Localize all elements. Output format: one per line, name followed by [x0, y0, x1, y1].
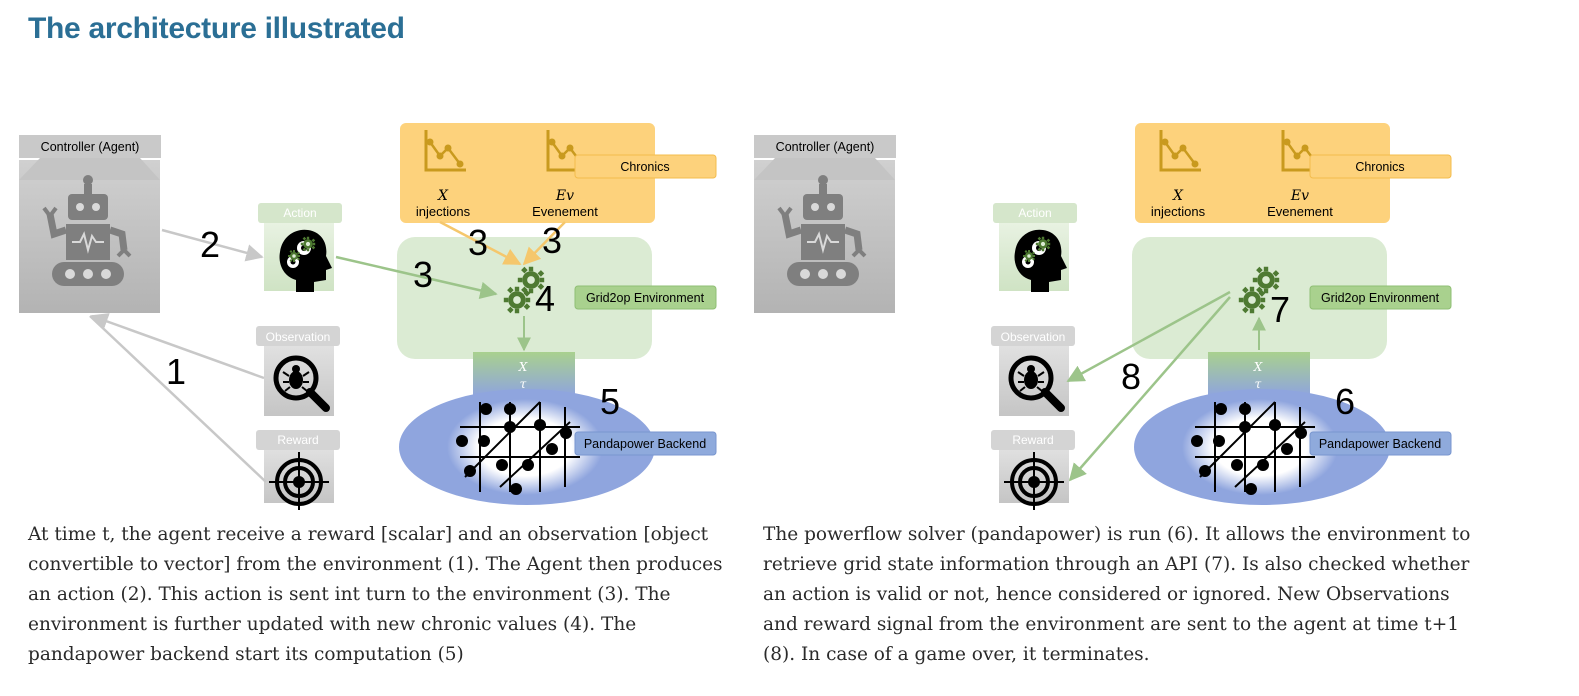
state-column — [1208, 352, 1310, 396]
chronics-box — [400, 123, 655, 223]
backend-tag — [1309, 431, 1452, 456]
injections-label: injections — [416, 204, 471, 219]
right-diagram: Controller (Agent) Action Observation Re… — [754, 123, 1452, 510]
caption-line: environment is further updated with new … — [28, 614, 637, 635]
left-caption: At time t, the agent receive a reward [s… — [28, 520, 723, 670]
caption-line: pandapower backend start its computation… — [28, 644, 464, 665]
step-number: 5 — [600, 381, 620, 422]
backend-x-symbol: X — [1253, 360, 1263, 374]
evenement-label: Evenement — [532, 204, 598, 219]
arrow-evenement-env — [522, 221, 566, 266]
chronics-tag — [574, 154, 717, 179]
arrow-env-observation — [1066, 290, 1231, 383]
step-number: 3 — [542, 220, 562, 261]
reward-label: Reward — [1012, 433, 1053, 447]
backend-x-symbol: X — [518, 360, 528, 374]
controller-tag — [19, 135, 161, 158]
evenement-symbol: Ev — [555, 188, 574, 204]
environment-label: Grid2op Environment — [1321, 291, 1440, 305]
evenement-label: Evenement — [1267, 204, 1333, 219]
left-diagram: Controller (Agent) Action Observation Re… — [19, 123, 717, 510]
injections-symbol: X — [437, 188, 449, 204]
arrow-reward-agent — [89, 315, 267, 483]
caption-line: At time t, the agent receive a reward [s… — [28, 524, 709, 545]
step-number: 4 — [535, 278, 555, 319]
observation-label: Observation — [1001, 330, 1066, 344]
environment-tag — [574, 285, 717, 310]
chronics-box — [1135, 123, 1390, 223]
caption-line: an action (2). This action is sent int t… — [28, 584, 671, 605]
chronics-tag — [1309, 154, 1452, 179]
caption-line: and reward signal from the environment a… — [763, 614, 1459, 635]
controller-tag — [754, 135, 896, 158]
reward-label: Reward — [277, 433, 318, 447]
step-number: 7 — [1270, 289, 1290, 330]
backend-tau-symbol: τ — [520, 377, 527, 391]
arrow-injections-env — [439, 220, 522, 266]
caption-line: convertible to vector] from the environm… — [28, 554, 723, 575]
step-number: 3 — [413, 254, 433, 295]
caption-line: The powerflow solver (pandapower) is run… — [763, 524, 1471, 545]
controller-label: Controller (Agent) — [776, 140, 875, 154]
step-number: 2 — [200, 224, 220, 265]
arrow-observation-agent — [90, 313, 265, 380]
architecture-diagram: Controller (Agent) Action Observation Re… — [19, 123, 1452, 510]
backend-tag — [574, 431, 717, 456]
right-caption: The powerflow solver (pandapower) is run… — [763, 520, 1470, 670]
step-number: 6 — [1335, 381, 1355, 422]
arrow-env-reward — [1068, 296, 1231, 482]
caption-line: an action is valid or not, hence conside… — [763, 584, 1450, 605]
environment-tag — [1309, 285, 1452, 310]
backend-tau-symbol: τ — [1255, 377, 1262, 391]
observation-label: Observation — [266, 330, 331, 344]
evenement-symbol: Ev — [1290, 188, 1309, 204]
chronics-label: Chronics — [620, 160, 669, 174]
step-number: 3 — [468, 222, 488, 263]
environment-label: Grid2op Environment — [586, 291, 705, 305]
state-column — [473, 352, 575, 396]
backend-label: Pandapower Backend — [584, 437, 706, 451]
action-label: Action — [1018, 206, 1051, 220]
injections-symbol: X — [1172, 188, 1184, 204]
chronics-label: Chronics — [1355, 160, 1404, 174]
controller-label: Controller (Agent) — [41, 140, 140, 154]
arrow-agent-action — [161, 228, 264, 262]
caption-line: retrieve grid state information through … — [763, 554, 1470, 575]
arrow-action-env — [335, 255, 498, 299]
slide-title: The architecture illustrated — [28, 12, 405, 45]
step-number: 8 — [1121, 356, 1141, 397]
backend-label: Pandapower Backend — [1319, 437, 1441, 451]
step-number: 1 — [166, 351, 186, 392]
caption-line: (8). In case of a game over, it terminat… — [763, 644, 1150, 665]
injections-label: injections — [1151, 204, 1206, 219]
action-label: Action — [283, 206, 316, 220]
